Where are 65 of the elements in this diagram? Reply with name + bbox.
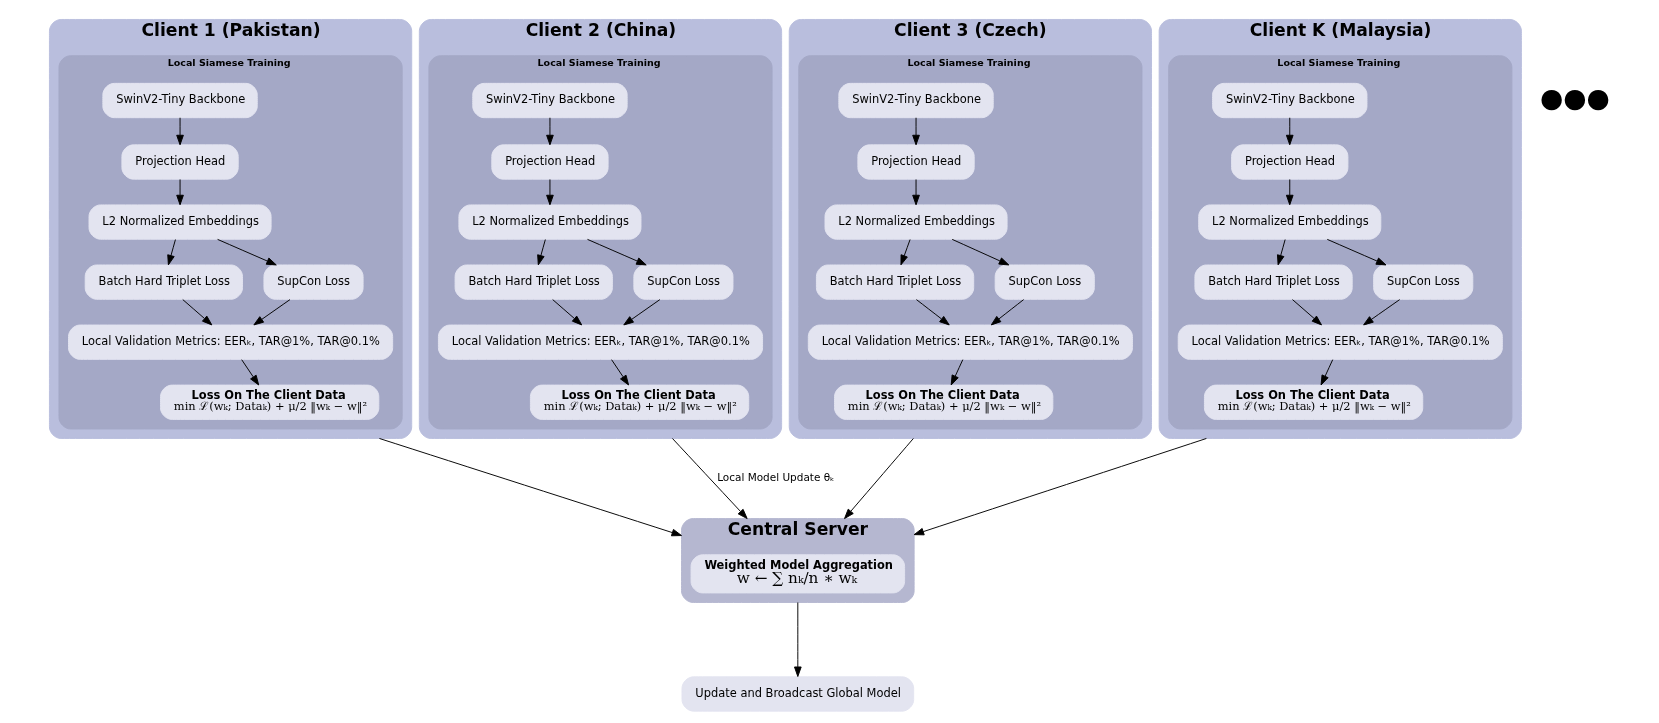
edge-label: Local Model Update θₖ bbox=[716, 471, 835, 484]
node-box: Local Validation Metrics: EERₖ, TAR@1%, TAR@0.1% bbox=[1177, 324, 1503, 360]
node-box: Projection Head bbox=[1230, 144, 1348, 180]
arrow bbox=[252, 299, 290, 326]
arrow bbox=[1291, 299, 1322, 326]
arrow bbox=[545, 179, 554, 206]
node-box: L2 Normalized Embeddings bbox=[457, 204, 641, 240]
label: ●●● bbox=[1539, 82, 1610, 114]
node-box: SwinV2-Tiny Backbone bbox=[471, 82, 628, 119]
arrow bbox=[1326, 238, 1386, 266]
arrow bbox=[181, 299, 212, 326]
node-box: Local Validation Metrics: EERₖ, TAR@1%, TAR@0.1% bbox=[67, 324, 393, 360]
node-box: Local Validation Metrics: EERₖ, TAR@1%, TAR@0.1% bbox=[807, 324, 1133, 360]
node-box: Update and Broadcast Global Model bbox=[681, 676, 914, 712]
arrow bbox=[622, 299, 660, 326]
node-box: Batch Hard Triplet Loss bbox=[454, 264, 613, 300]
node-box: Batch Hard Triplet Loss bbox=[815, 264, 974, 300]
arrow bbox=[950, 359, 963, 386]
arrow bbox=[175, 117, 184, 146]
node-box: Batch Hard Triplet Loss bbox=[1193, 264, 1353, 300]
arrow bbox=[915, 299, 950, 326]
arrow bbox=[586, 238, 647, 266]
node-box: SwinV2-Tiny Backbone bbox=[1211, 82, 1367, 119]
node-box: Loss On The Client Data min ℒ(wₖ; Dataₖ) + μ/2 ‖wₖ − w‖² bbox=[1203, 384, 1423, 420]
arrow bbox=[911, 179, 920, 206]
arrow bbox=[911, 117, 920, 146]
arrow bbox=[1285, 179, 1294, 206]
arrow bbox=[536, 239, 546, 266]
arrow bbox=[175, 179, 184, 206]
node-box: Loss On The Client Data min ℒ(wₖ; Dataₖ) + μ/2 ‖wₖ − w‖² bbox=[529, 384, 749, 420]
arrow bbox=[545, 117, 554, 146]
node-box: Batch Hard Triplet Loss bbox=[84, 264, 243, 300]
node-box: SwinV2-Tiny Backbone bbox=[101, 82, 258, 119]
node-box: SupCon Loss bbox=[994, 264, 1095, 300]
node-box: SwinV2-Tiny Backbone bbox=[837, 82, 994, 119]
node-box: SupCon Loss bbox=[1372, 264, 1473, 300]
arrow bbox=[551, 299, 582, 326]
arrow bbox=[990, 299, 1024, 326]
arrow bbox=[1362, 299, 1400, 326]
arrow bbox=[216, 238, 277, 266]
arrow bbox=[793, 602, 802, 677]
arrow bbox=[610, 359, 629, 386]
arrow bbox=[240, 359, 259, 386]
arrow bbox=[913, 438, 1207, 536]
node-box: Projection Head bbox=[856, 144, 975, 180]
node-box: L2 Normalized Embeddings bbox=[824, 204, 1008, 240]
node-box: Loss On The Client Data min ℒ(wₖ; Dataₖ) + μ/2 ‖wₖ − w‖² bbox=[833, 384, 1053, 420]
arrow bbox=[378, 438, 682, 537]
arrow bbox=[1276, 239, 1286, 266]
node-box: L2 Normalized Embeddings bbox=[88, 204, 272, 240]
arrow bbox=[1285, 117, 1294, 146]
node-box: Loss On The Client Data min ℒ(wₖ; Dataₖ) + μ/2 ‖wₖ − w‖² bbox=[159, 384, 379, 420]
arrow bbox=[166, 239, 176, 266]
node-box: Projection Head bbox=[490, 144, 609, 180]
arrow bbox=[1320, 359, 1333, 386]
arrow bbox=[900, 239, 911, 266]
node-box: L2 Normalized Embeddings bbox=[1197, 204, 1381, 240]
arrow bbox=[671, 438, 748, 520]
node-box: Projection Head bbox=[120, 144, 239, 180]
node-box: SupCon Loss bbox=[632, 264, 733, 300]
arrow bbox=[951, 238, 1009, 266]
arrow bbox=[843, 438, 914, 520]
node-box: SupCon Loss bbox=[262, 264, 364, 300]
node-box: Local Validation Metrics: EERₖ, TAR@1%, TAR@0.1% bbox=[437, 324, 763, 360]
node-box: Weighted Model Aggregation w ← ∑ nₖ/n ∗ wₖ bbox=[690, 554, 905, 594]
